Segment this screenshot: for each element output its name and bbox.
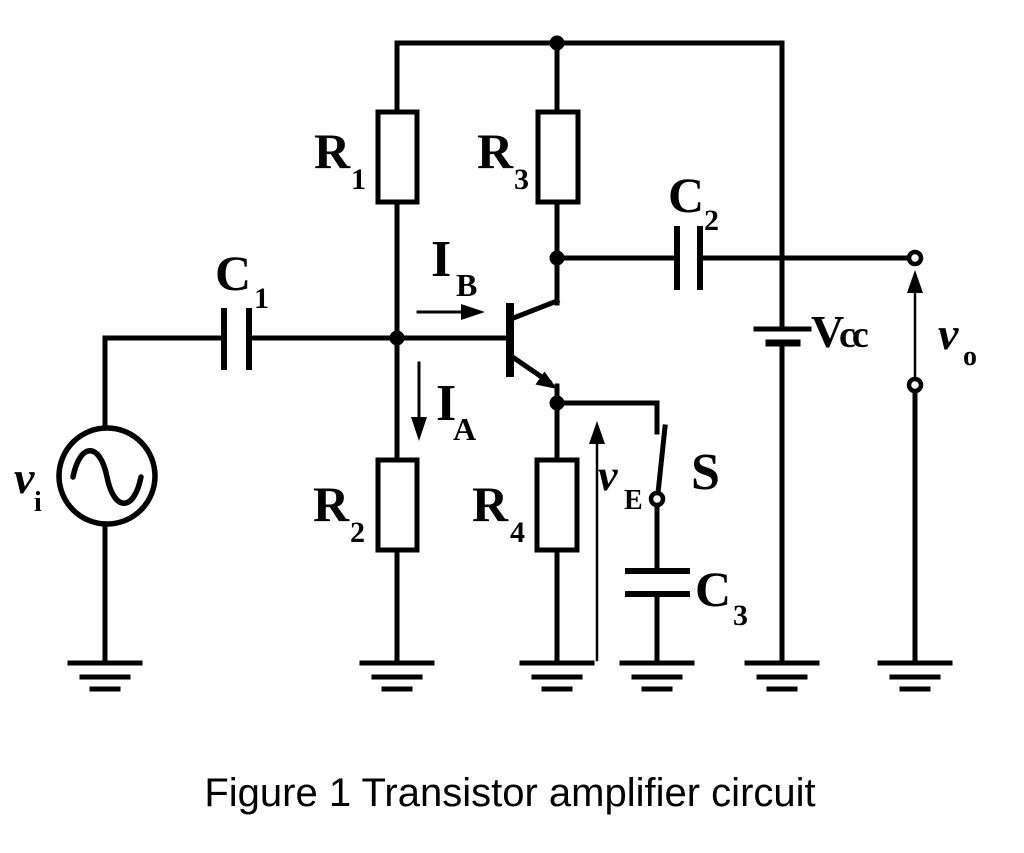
c1-label-sub: 1: [254, 282, 269, 315]
r3-label-base: R: [477, 123, 514, 179]
r2-label-base: R: [313, 476, 350, 532]
capacitor-c2: C 2: [668, 167, 719, 290]
r3-label-sub: 3: [514, 163, 529, 196]
ia-label-sub: A: [453, 411, 476, 447]
transistor-collector: [507, 297, 561, 323]
ve-annotation: v E: [589, 421, 643, 662]
vi-label: v i: [14, 452, 46, 518]
ground-r4: [519, 660, 595, 692]
r2-label-sub: 2: [350, 516, 365, 549]
ac-source: v i: [14, 425, 158, 527]
c1-label: C 1: [215, 245, 269, 315]
vcc-label-suffix: cc: [839, 314, 868, 356]
junction-dots: [389, 35, 565, 411]
c3-label-sub: 3: [733, 599, 748, 632]
r4-label-sub: 4: [510, 516, 525, 549]
ia-label: I A: [436, 375, 476, 447]
current-ib-annotation: I B: [416, 231, 485, 320]
vi-label-sub: i: [34, 487, 42, 518]
emitter-arrowhead-icon: [535, 371, 557, 389]
resistor-r1: R 1: [314, 109, 420, 205]
resistor-r2: R 2: [313, 457, 420, 553]
ve-label: v E: [598, 451, 643, 516]
ground-battery: [744, 660, 820, 692]
ground-output: [877, 660, 953, 692]
vi-label-base: v: [14, 452, 35, 503]
resistor-body-r4: [534, 457, 580, 553]
switch-label: S: [691, 444, 720, 501]
c1-label-base: C: [215, 245, 251, 301]
junction-dot-base: [389, 330, 405, 346]
resistor-body-r2: [375, 457, 420, 553]
ground-r2: [359, 660, 435, 692]
ground-source: [67, 660, 143, 692]
ground-c3: [619, 660, 695, 692]
ia-label-base: I: [436, 375, 456, 432]
c2-label-base: C: [668, 167, 704, 223]
sine-wave-icon: [70, 448, 144, 506]
figure-caption: Figure 1 Transistor amplifier circuit: [204, 771, 815, 815]
grounds: [67, 660, 953, 692]
junction-dot-top-rail: [549, 35, 565, 51]
r3-label: R 3: [477, 123, 529, 196]
ve-arrowhead-icon: [589, 421, 605, 444]
c2-label: C 2: [668, 167, 719, 237]
resistor-body-r3: [535, 109, 581, 205]
battery-vcc: V cc: [753, 306, 872, 357]
c3-label-base: C: [695, 561, 731, 617]
ib-label: I B: [431, 231, 477, 303]
c3-label: C 3: [695, 561, 748, 632]
capacitor-c3: C 3: [625, 561, 748, 632]
vcc-label: V cc: [811, 306, 868, 357]
ib-label-sub: B: [456, 267, 477, 303]
wires: [102, 40, 918, 665]
r2-label: R 2: [313, 476, 365, 549]
ib-label-base: I: [431, 231, 451, 288]
junction-dot-collector: [549, 250, 565, 266]
switch-label-base: S: [691, 444, 720, 501]
vo-label: v o: [938, 308, 977, 372]
current-ia-annotation: I A: [411, 361, 476, 447]
vo-label-base: v: [938, 308, 959, 359]
vcc-label-base: V: [811, 306, 844, 357]
ia-arrowhead-icon: [411, 417, 427, 441]
junction-dot-emitter: [549, 395, 565, 411]
r1-label: R 1: [314, 123, 366, 196]
resistor-body-r1: [375, 109, 420, 205]
vo-label-sub: o: [963, 341, 977, 372]
switch-s[interactable]: S: [648, 424, 720, 508]
output-terminal-top: [906, 249, 924, 267]
vo-arrowhead-icon: [907, 270, 923, 293]
r1-label-base: R: [314, 123, 351, 179]
ib-arrowhead-icon: [461, 304, 485, 320]
ve-label-sub: E: [624, 485, 643, 516]
capacitor-c1: C 1: [215, 245, 269, 370]
r4-label-base: R: [472, 476, 509, 532]
r1-label-sub: 1: [351, 163, 366, 196]
output-terminal-bottom: [906, 376, 924, 394]
resistor-r4: R 4: [472, 457, 580, 553]
output-port: v o: [906, 249, 977, 394]
transistor: [506, 255, 561, 406]
c2-label-sub: 2: [704, 204, 719, 237]
switch-blade[interactable]: [655, 424, 668, 496]
r4-label: R 4: [472, 476, 525, 549]
resistor-r3: R 3: [477, 109, 581, 205]
switch-terminal-circle: [648, 490, 666, 508]
ve-label-base: v: [598, 451, 618, 500]
